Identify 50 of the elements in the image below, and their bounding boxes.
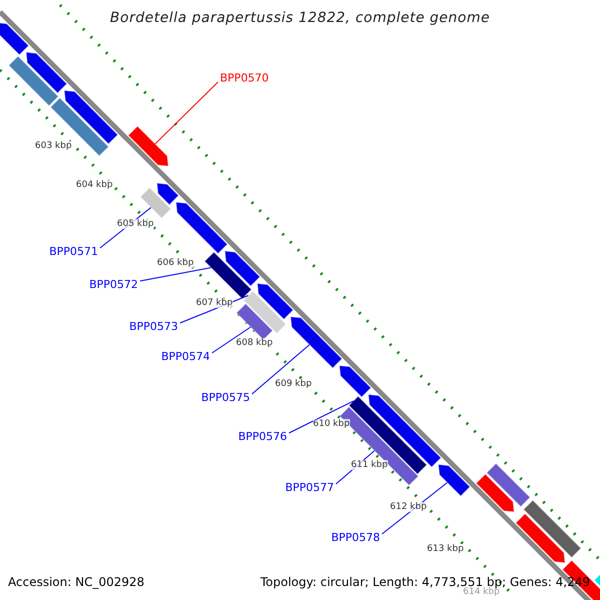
gene-label: BPP0578	[331, 530, 380, 544]
info-text: Topology: circular; Length: 4,773,551 bp; Genes: 4,249	[260, 575, 590, 589]
gene-feature	[338, 365, 372, 398]
leader-line	[154, 82, 218, 144]
gene-label: BPP0575	[201, 390, 250, 404]
scale-label: 609 kbp	[275, 379, 312, 389]
gene-feature	[515, 513, 566, 564]
gene-label: BPP0577	[285, 480, 334, 494]
scale-label: 608 kbp	[236, 338, 273, 348]
gene-label: BPP0570	[220, 72, 269, 85]
gene-feature	[438, 464, 471, 497]
gene-feature	[290, 316, 343, 369]
scale-label: 611 kbp	[351, 460, 388, 470]
gene-label: BPP0576	[238, 430, 287, 443]
gene-label: BPP0572	[89, 278, 138, 291]
gene-feature	[140, 187, 172, 219]
scale-label: 612 kbp	[390, 502, 427, 512]
gene-feature	[26, 52, 68, 94]
gene-feature	[128, 126, 169, 167]
scale-label: 605 kbp	[117, 219, 154, 229]
gene-feature	[256, 282, 294, 320]
scale-label: 614 kbp	[463, 587, 500, 597]
gene-feature	[224, 250, 261, 287]
scale-label: 606 kbp	[157, 258, 194, 268]
scale-label: 613 kbp	[427, 544, 464, 554]
gene-label: BPP0573	[129, 320, 178, 333]
gene-label: BPP0571	[49, 244, 98, 258]
scale-label: 610 kbp	[313, 419, 350, 429]
gene-label: BPP0574	[161, 350, 210, 363]
gene-feature	[204, 251, 252, 300]
leader-line	[252, 344, 310, 394]
gene-feature	[476, 473, 515, 512]
gene-feature	[176, 202, 228, 254]
gene-feature	[522, 500, 582, 558]
gene-feature	[50, 97, 110, 157]
leader-line	[212, 326, 252, 354]
gene-feature	[0, 22, 30, 56]
leader-line	[140, 267, 212, 282]
gene-feature	[486, 462, 531, 508]
scale-label: 607 kbp	[196, 298, 233, 308]
gene-feature	[368, 394, 442, 468]
leader-line	[288, 400, 354, 434]
gene-feature	[242, 290, 287, 334]
scale-label: 604 kbp	[76, 180, 113, 190]
gene-feature	[348, 396, 428, 475]
gene-feature	[8, 56, 59, 106]
info-text: Accession: NC_002928	[8, 575, 144, 589]
scale-label: 603 kbp	[35, 141, 72, 151]
title: Bordetella parapertussis 12822, complete genome	[110, 10, 490, 26]
gene-feature	[156, 182, 180, 206]
